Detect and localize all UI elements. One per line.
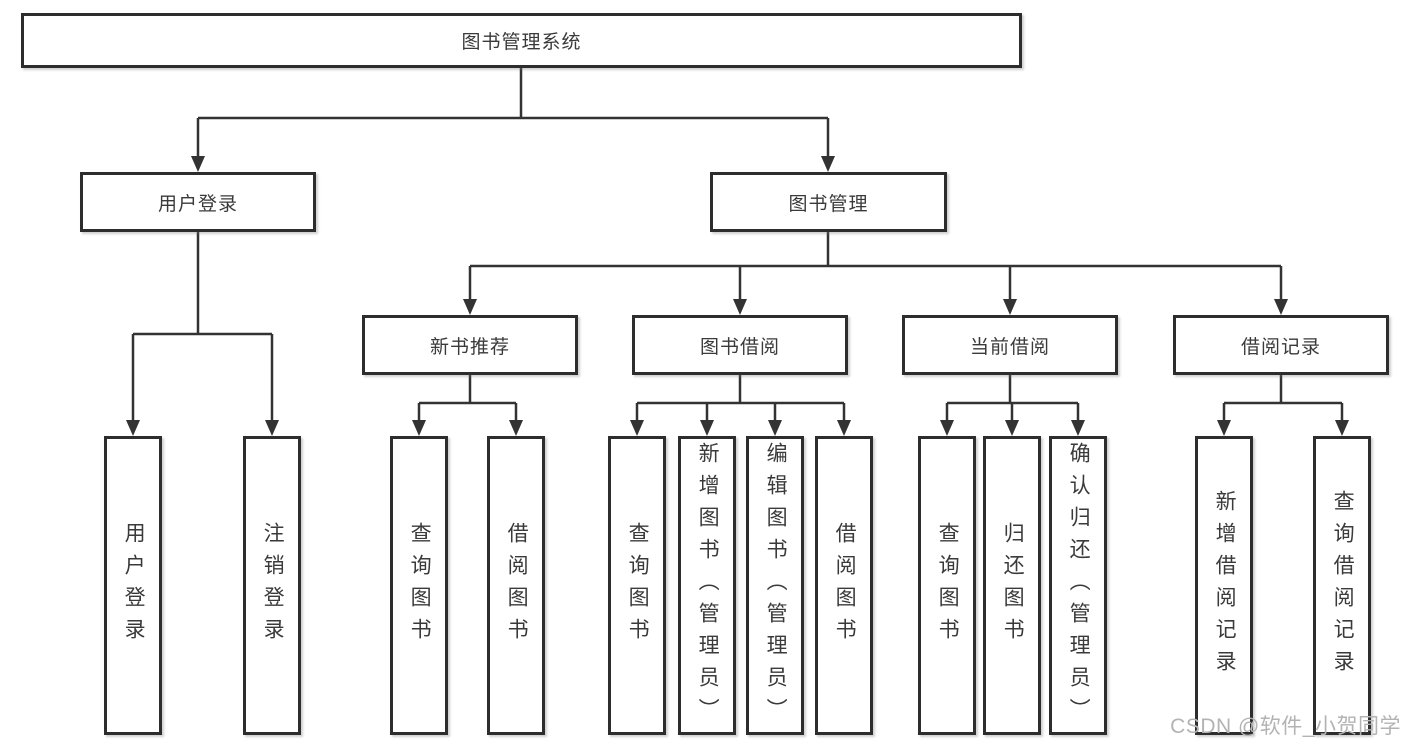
- node-label: 用户登录: [157, 193, 238, 215]
- connector-borrowrecord-group: [1217, 375, 1349, 436]
- csdn-watermark: CSDN @软件_小贺同学: [1170, 715, 1401, 738]
- node-label: 图书管理: [788, 193, 869, 215]
- leaf-query-books-borrow: 查询图书: [608, 436, 666, 735]
- leaf-label: 借阅图书: [505, 521, 529, 650]
- node-new-book-recommend: 新书推荐: [362, 315, 578, 375]
- leaf-label: 用户登录: [122, 521, 146, 650]
- node-book-borrow: 图书借阅: [632, 315, 848, 375]
- connector-root-to-level2: [191, 68, 835, 172]
- leaf-label: 查询借阅记录: [1331, 489, 1355, 682]
- connector-bookborrow-group: [630, 375, 851, 436]
- leaf-label: 查询图书: [408, 521, 432, 650]
- leaf-return-book: 归还图书: [983, 436, 1041, 735]
- node-user-login: 用户登录: [80, 172, 316, 232]
- node-label: 当前借阅: [969, 336, 1050, 358]
- node-label: 图书借阅: [699, 336, 780, 358]
- node-borrow-records: 借阅记录: [1173, 315, 1389, 375]
- node-root-system: 图书管理系统: [21, 13, 1022, 68]
- leaf-borrow-books: 借阅图书: [815, 436, 873, 735]
- connector-currentborrow-group: [940, 375, 1085, 436]
- node-label: 新书推荐: [429, 336, 510, 358]
- connector-newbook-group: [412, 375, 523, 436]
- leaf-add-borrow-record: 新增借阅记录: [1195, 436, 1253, 735]
- node-label: 图书管理系统: [461, 32, 582, 53]
- leaf-label: 编辑图书（管理员）: [764, 441, 788, 730]
- node-current-borrow: 当前借阅: [902, 315, 1118, 375]
- leaf-edit-book-admin: 编辑图书（管理员）: [746, 436, 804, 735]
- leaf-label: 注销登录: [261, 521, 285, 650]
- connector-userlogin-group: [126, 232, 279, 436]
- node-label: 借阅记录: [1240, 336, 1321, 358]
- leaf-query-books-recommend: 查询图书: [390, 436, 448, 735]
- connector-bookmgmt-to-level3: [463, 232, 1288, 315]
- leaf-label: 查询图书: [936, 521, 960, 650]
- leaf-label: 新增图书（管理员）: [696, 441, 720, 730]
- leaf-label: 归还图书: [1001, 521, 1025, 650]
- leaf-label: 确认归还（管理员）: [1067, 441, 1091, 730]
- leaf-label: 查询图书: [626, 521, 650, 650]
- leaf-user-login: 用户登录: [104, 436, 162, 735]
- leaf-query-books-current: 查询图书: [918, 436, 976, 735]
- leaf-label: 借阅图书: [833, 521, 857, 650]
- node-book-management: 图书管理: [710, 172, 947, 232]
- leaf-add-book-admin: 新增图书（管理员）: [678, 436, 736, 735]
- leaf-confirm-return-admin: 确认归还（管理员）: [1049, 436, 1107, 735]
- leaf-label: 新增借阅记录: [1213, 489, 1237, 682]
- leaf-logout: 注销登录: [243, 436, 301, 735]
- leaf-query-borrow-record: 查询借阅记录: [1313, 436, 1371, 735]
- leaf-borrow-books-recommend: 借阅图书: [487, 436, 545, 735]
